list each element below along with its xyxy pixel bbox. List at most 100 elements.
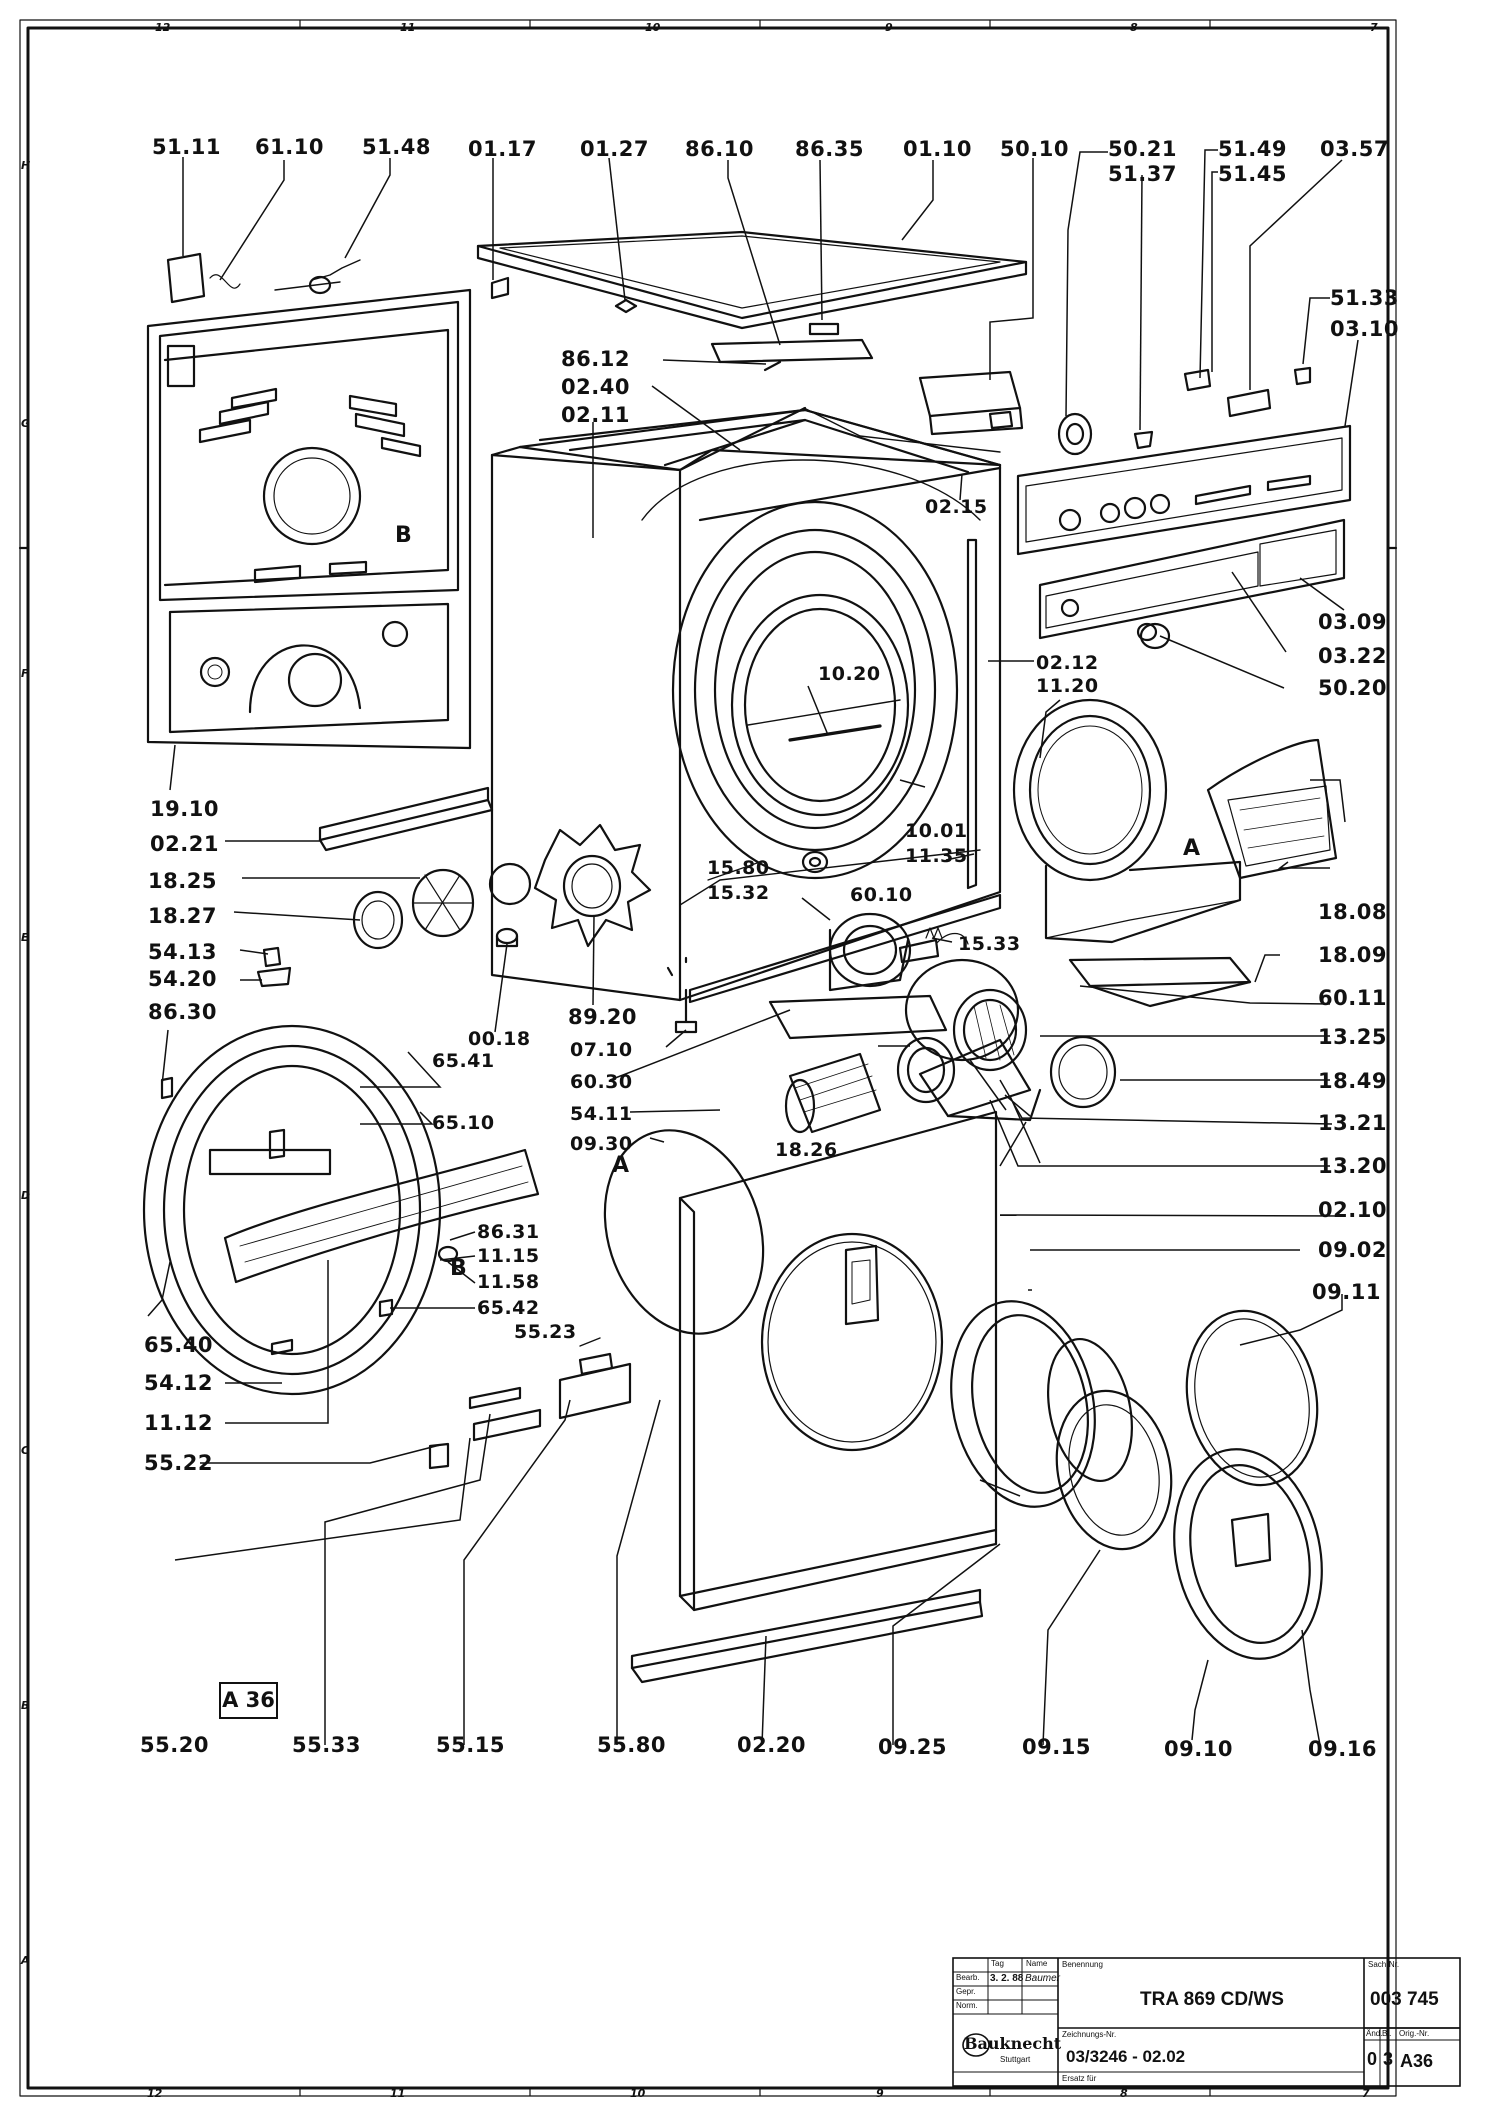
part-label-15-80: 15.80	[707, 857, 770, 879]
part-label-09-02: 09.02	[1318, 1238, 1387, 1262]
title-revision-label: Änd.	[1366, 2029, 1383, 2038]
part-label-86-10: 86.10	[685, 137, 754, 161]
grid-row-f: F	[21, 667, 29, 680]
part-label-13-25: 13.25	[1318, 1025, 1387, 1049]
grid-col-8: 8	[1130, 21, 1138, 34]
part-label-55-33: 55.33	[292, 1733, 361, 1757]
part-label-51-45: 51.45	[1218, 162, 1287, 186]
title-drawing-no: 03/3246 - 02.02	[1066, 2047, 1186, 2066]
part-label-18-26: 18.26	[775, 1139, 838, 1161]
ref-letter-b-bottom: B	[450, 1256, 468, 1281]
part-label-09-10: 09.10	[1164, 1737, 1233, 1761]
part-label-03-10: 03.10	[1330, 317, 1399, 341]
part-label-11-58: 11.58	[477, 1271, 540, 1293]
grid-col-11: 11	[400, 21, 416, 34]
grid-row-e: E	[21, 931, 29, 944]
grid-row-c: C	[21, 1444, 30, 1457]
part-label-01-17: 01.17	[468, 137, 537, 161]
grid-col-8-bottom: 8	[1120, 2087, 1128, 2100]
part-label-51-11: 51.11	[152, 135, 221, 159]
ref-letter-a-right: A	[1183, 836, 1201, 861]
part-label-60-10: 60.10	[850, 884, 913, 906]
part-label-86-35: 86.35	[795, 137, 864, 161]
part-label-09-30: 09.30	[570, 1133, 633, 1155]
part-label-18-25: 18.25	[148, 869, 217, 893]
part-label-18-09: 18.09	[1318, 943, 1387, 967]
part-label-02-15: 02.15	[925, 496, 988, 518]
part-label-03-09: 03.09	[1318, 610, 1387, 634]
part-label-11-35: 11.35	[905, 845, 968, 867]
grid-col-7-bottom: 7	[1362, 2087, 1370, 2100]
title-col-label-name: Name	[1026, 1959, 1048, 1968]
title-designation: TRA 869 CD/WS	[1140, 1989, 1284, 2010]
part-label-02-10: 02.10	[1318, 1198, 1387, 1222]
part-label-55-80: 55.80	[597, 1733, 666, 1757]
part-label-13-21: 13.21	[1318, 1111, 1387, 1135]
part-label-00-18: 00.18	[468, 1028, 531, 1050]
title-drawing-no-label: Zeichnungs-Nr.	[1062, 2030, 1117, 2039]
part-label-18-49: 18.49	[1318, 1069, 1387, 1093]
part-label-18-08: 18.08	[1318, 900, 1387, 924]
part-label-86-30: 86.30	[148, 1000, 217, 1024]
grid-row-g: G	[21, 417, 31, 430]
part-label-09-15: 09.15	[1022, 1735, 1091, 1759]
title-sheet-ref: A36	[1400, 2051, 1434, 2071]
title-sheet-label: Bl.	[1382, 2029, 1392, 2038]
part-label-50-21: 50.21	[1108, 137, 1177, 161]
grid-row-a: A	[21, 1954, 30, 1967]
part-label-50-20: 50.20	[1318, 676, 1387, 700]
grid-row-d: D	[21, 1189, 31, 1202]
grid-col-12: 12	[155, 21, 171, 34]
part-label-54-13: 54.13	[148, 940, 217, 964]
part-label-02-40: 02.40	[561, 375, 630, 399]
part-label-10-20: 10.20	[818, 663, 881, 685]
part-label-13-20: 13.20	[1318, 1154, 1387, 1178]
part-label-54-20: 54.20	[148, 967, 217, 991]
part-label-54-11: 54.11	[570, 1103, 633, 1125]
part-label-65-40: 65.40	[144, 1333, 213, 1357]
part-label-55-15: 55.15	[436, 1733, 505, 1757]
ref-letter-b-top: B	[395, 523, 413, 548]
title-col-label-date: Tag	[991, 1959, 1004, 1968]
grid-col-10-bottom: 10	[630, 2087, 646, 2100]
title-row-label-norm: Norm.	[956, 2001, 978, 2010]
part-label-09-16: 09.16	[1308, 1737, 1377, 1761]
grid-col-9: 9	[885, 21, 893, 34]
part-label-51-33: 51.33	[1330, 286, 1399, 310]
part-label-86-12: 86.12	[561, 347, 630, 371]
part-label-07-10: 07.10	[570, 1039, 633, 1061]
part-label-03-57: 03.57	[1320, 137, 1389, 161]
title-sheet: 3	[1383, 2049, 1394, 2069]
title-replaced-label: Ersatz für	[1062, 2074, 1097, 2083]
part-label-02-11: 02.11	[561, 403, 630, 427]
part-label-51-37: 51.37	[1108, 162, 1177, 186]
title-designation-label: Benennung	[1062, 1960, 1103, 1969]
part-label-50-10: 50.10	[1000, 137, 1069, 161]
part-label-11-20: 11.20	[1036, 675, 1099, 697]
part-label-01-27: 01.27	[580, 137, 649, 161]
grid-col-11-bottom: 11	[390, 2087, 406, 2100]
title-row-label-checked: Gepr.	[956, 1987, 976, 1996]
title-revision: 0	[1367, 2049, 1378, 2069]
title-date-value: 3. 2. 88	[990, 1973, 1024, 1984]
part-label-86-31: 86.31	[477, 1221, 540, 1243]
part-label-15-33: 15.33	[958, 933, 1021, 955]
part-label-54-12: 54.12	[144, 1371, 213, 1395]
sheet-tag: A 36	[219, 1682, 278, 1719]
part-label-09-25: 09.25	[878, 1735, 947, 1759]
part-label-51-49: 51.49	[1218, 137, 1287, 161]
brand-logo: Bauknecht	[964, 2034, 1062, 2053]
brand-subtitle: Stuttgart	[1000, 2055, 1031, 2064]
title-signature: Baumer	[1025, 1973, 1061, 1984]
grid-col-7: 7	[1370, 21, 1378, 34]
part-label-19-10: 19.10	[150, 797, 219, 821]
title-part-no: 003 745	[1370, 1989, 1439, 2010]
part-label-51-48: 51.48	[362, 135, 431, 159]
title-row-label-drawn: Bearb.	[956, 1973, 980, 1982]
grid-col-10: 10	[645, 21, 661, 34]
part-label-18-27: 18.27	[148, 904, 217, 928]
part-label-01-10: 01.10	[903, 137, 972, 161]
part-label-02-20: 02.20	[737, 1733, 806, 1757]
